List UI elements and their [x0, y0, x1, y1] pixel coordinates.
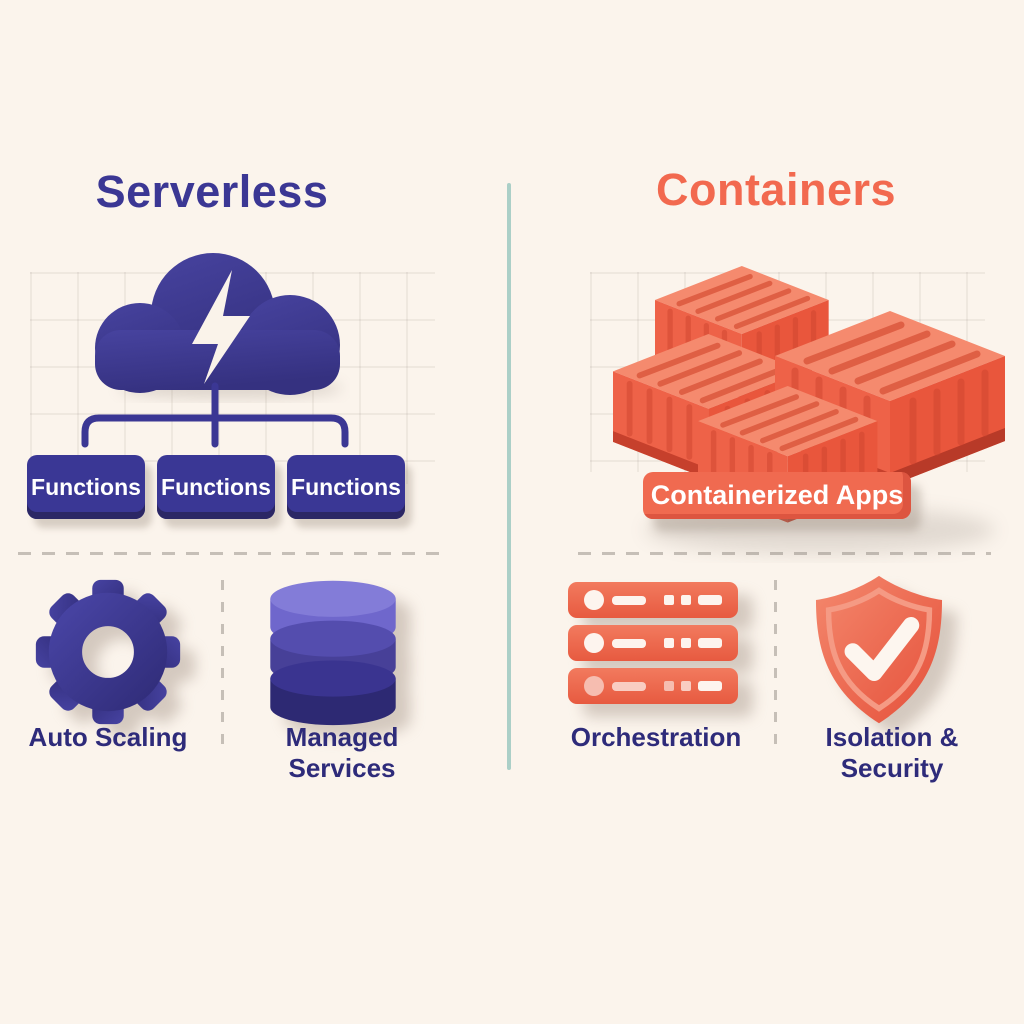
managed-services-label: Managed Services: [285, 722, 399, 783]
dashed-divider-left: [18, 552, 440, 555]
auto-scaling-label: Auto Scaling: [28, 722, 188, 752]
lightning-bolt-glyph: [192, 270, 250, 384]
center-divider: [507, 183, 511, 770]
function-box-3: Functions: [287, 455, 405, 519]
containers-title: Containers: [655, 164, 897, 215]
shield-check-icon: [815, 575, 943, 724]
isolation-security-label: Isolation & Security: [825, 722, 959, 783]
database-icon: [270, 580, 396, 726]
functions-connector-lines: [81, 382, 349, 448]
function-box-2: Functions: [157, 455, 275, 519]
function-box-1: Functions: [27, 455, 145, 519]
cloud-lightning-icon: [95, 253, 342, 399]
dashed-separator-left-column: [221, 580, 224, 756]
dashed-separator-right-column: [774, 580, 777, 756]
checkmark-glyph: [844, 617, 920, 682]
containerized-apps-box: Containerized Apps: [643, 472, 911, 519]
gear-icon: [35, 579, 181, 725]
server-rack-icon: [568, 582, 738, 704]
orchestration-label: Orchestration: [570, 722, 742, 752]
serverless-title: Serverless: [95, 166, 329, 217]
